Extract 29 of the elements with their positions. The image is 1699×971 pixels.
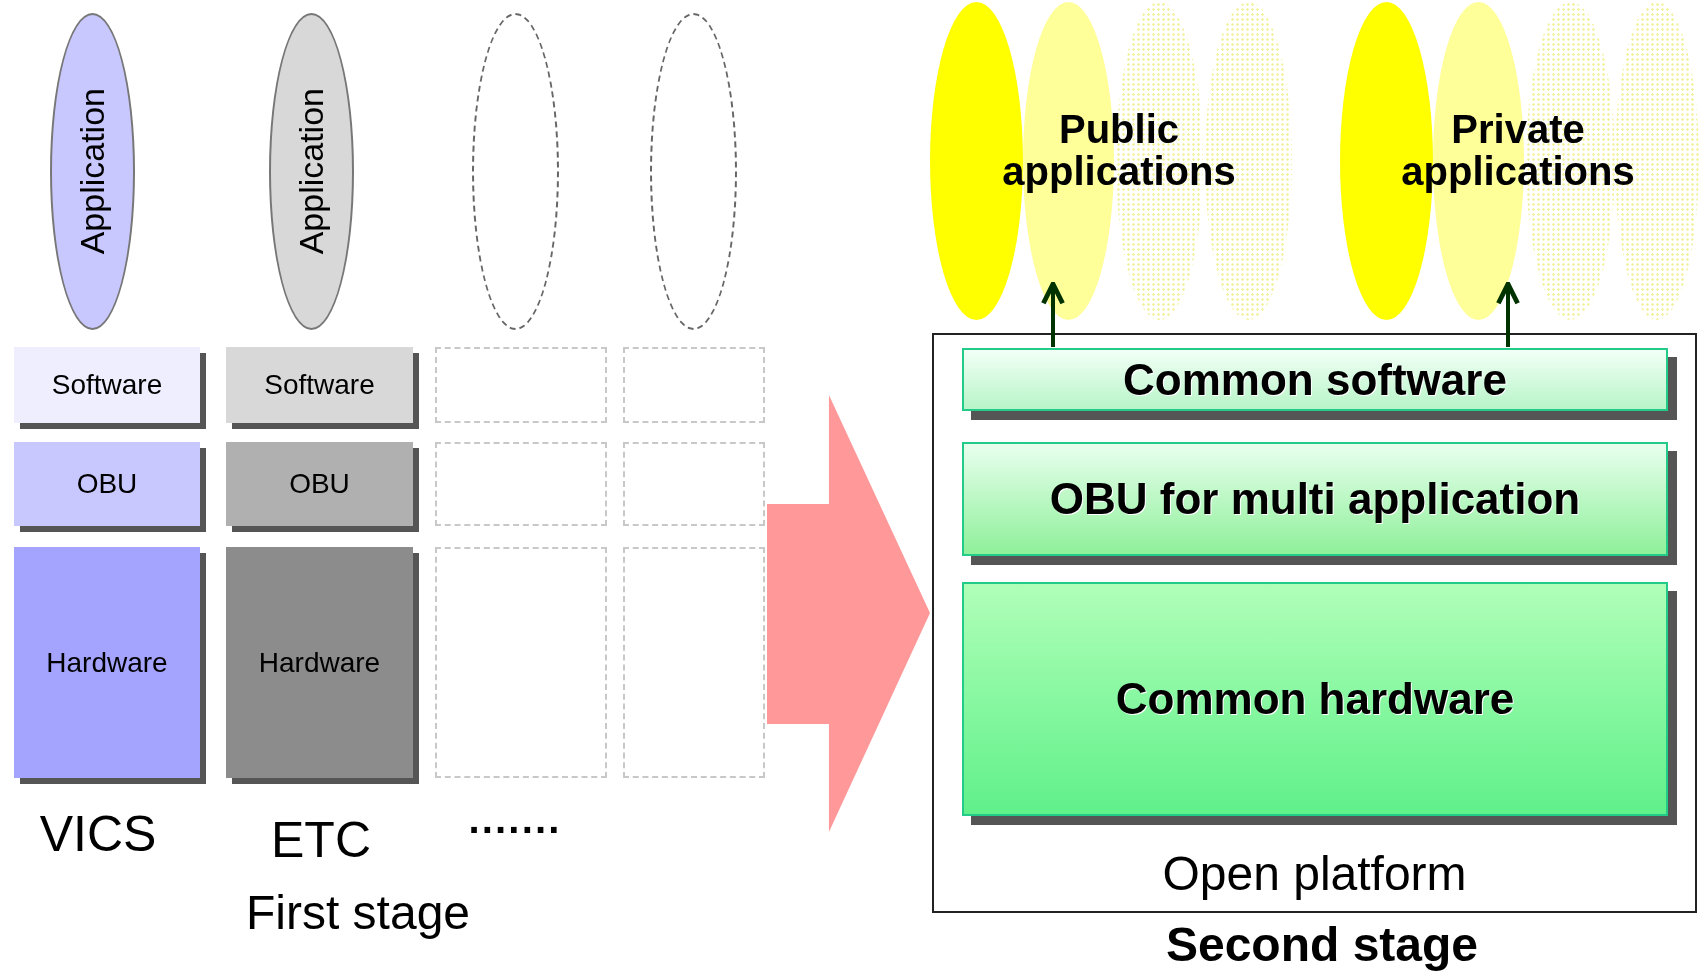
placeholder-ellipse xyxy=(650,13,737,330)
layer-label: Common hardware xyxy=(1115,674,1515,724)
placeholder-box xyxy=(623,547,765,778)
layer-label: Hardware xyxy=(258,646,381,679)
layer-label: OBU xyxy=(289,468,350,500)
placeholder-ellipse xyxy=(472,13,559,330)
system-label: ETC xyxy=(271,813,371,867)
layer-label: Hardware xyxy=(46,646,168,679)
system-label: VICS xyxy=(39,807,157,861)
vertical-label: Application xyxy=(73,88,112,255)
placeholder-box xyxy=(435,547,607,778)
stage-label: First stage xyxy=(245,887,471,939)
placeholder-box xyxy=(435,347,607,423)
stage-label: Second stage xyxy=(1165,919,1479,971)
placeholder-box xyxy=(623,347,765,423)
block-arrow xyxy=(767,395,930,832)
frame-title: Open platform xyxy=(1162,846,1467,901)
ellipsis: ······· xyxy=(468,809,562,851)
layer-label: OBU for multi application xyxy=(1049,474,1581,524)
placeholder-box xyxy=(435,442,607,526)
layer-label: Software xyxy=(51,369,163,401)
arrow xyxy=(1041,281,1065,347)
platform-frame xyxy=(932,333,1697,913)
layer-label: Common software xyxy=(1123,354,1507,405)
layer-label: Software xyxy=(264,369,375,401)
vertical-label: Application xyxy=(292,88,331,255)
layer-label: OBU xyxy=(76,468,138,500)
placeholder-box xyxy=(623,442,765,526)
arrow xyxy=(1496,281,1520,347)
